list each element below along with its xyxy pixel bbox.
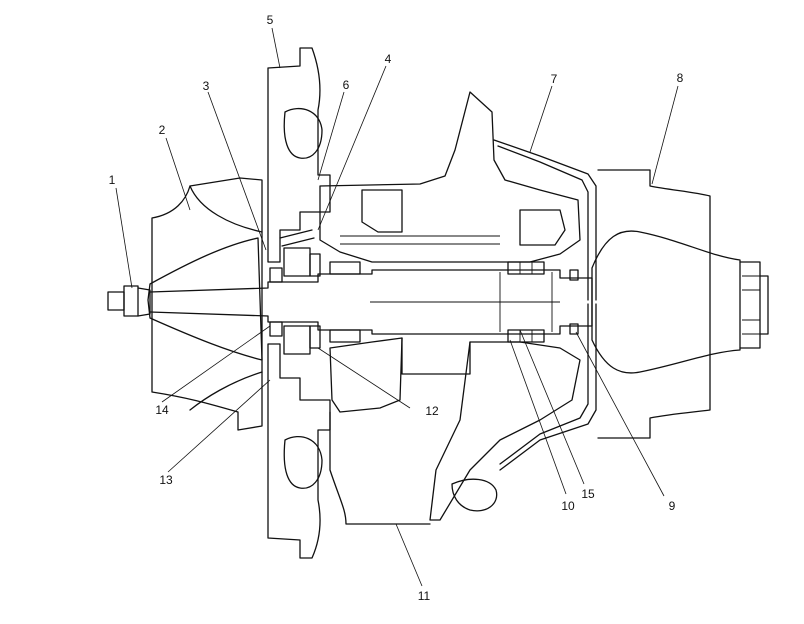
turbine-wheel xyxy=(591,169,769,439)
thrust-bearing-assembly xyxy=(269,247,321,355)
oil-passage xyxy=(279,229,500,247)
callout-15: 15 xyxy=(581,487,595,501)
callout-1: 1 xyxy=(109,173,116,187)
callout-12: 12 xyxy=(425,404,439,418)
compressor-back-plate xyxy=(267,47,331,559)
compressor-wheel xyxy=(147,177,263,431)
journal-bearing-turbine-side xyxy=(507,261,545,343)
callout-5: 5 xyxy=(267,13,274,27)
callout-9: 9 xyxy=(669,499,676,513)
leader-lines xyxy=(115,27,679,587)
callout-4: 4 xyxy=(385,52,392,66)
callout-14: 14 xyxy=(155,403,169,417)
callout-2: 2 xyxy=(159,123,166,137)
callout-3: 3 xyxy=(203,79,210,93)
journal-bearing-compressor-side xyxy=(329,261,361,343)
callout-13: 13 xyxy=(159,473,173,487)
callout-11: 11 xyxy=(418,589,431,603)
turbine-shaft xyxy=(149,269,593,335)
bearing-housing xyxy=(319,91,581,525)
callout-8: 8 xyxy=(677,71,684,85)
callout-10: 10 xyxy=(561,499,575,513)
shaft-nut xyxy=(107,285,151,317)
callout-6: 6 xyxy=(343,78,350,92)
heat-shield xyxy=(493,139,597,471)
piston-ring-seal xyxy=(569,269,579,335)
callout-7: 7 xyxy=(551,72,558,86)
